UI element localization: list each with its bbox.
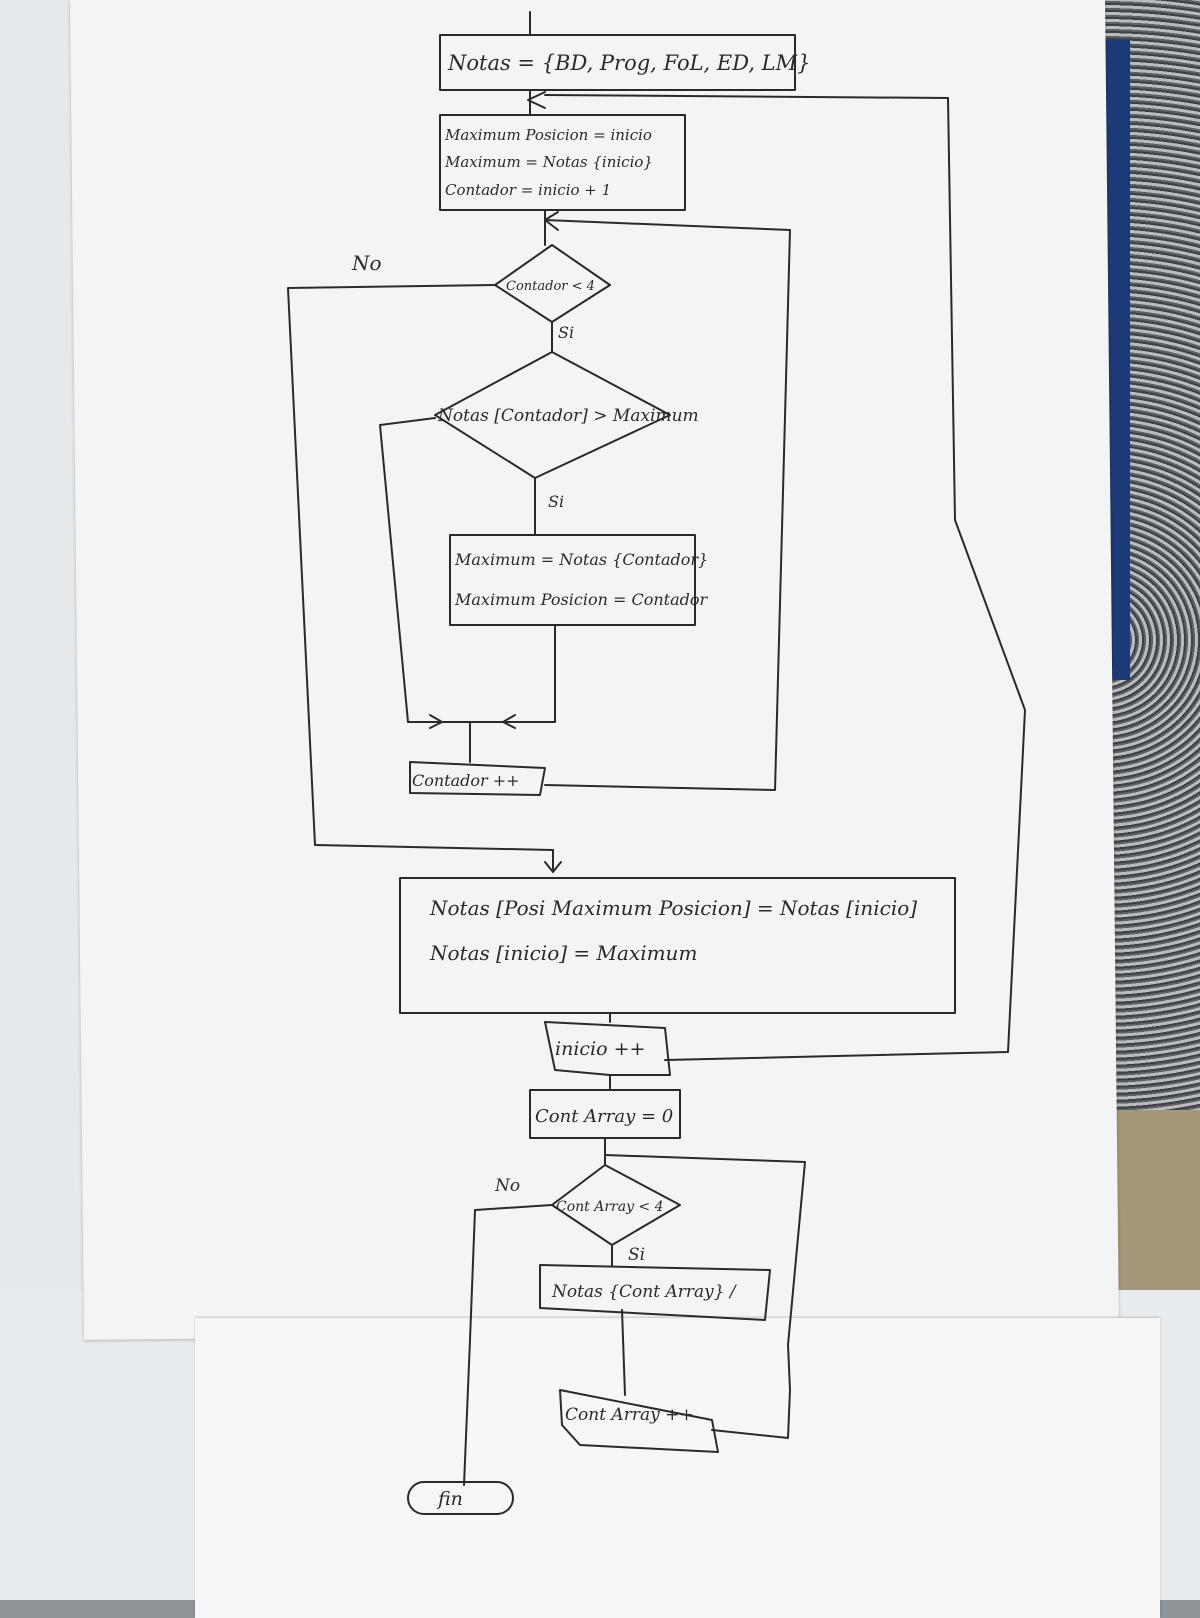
cont-array-init-text: Cont Array = 0 — [535, 1106, 673, 1127]
notas-definition-box — [439, 34, 796, 91]
decision-cont-array-text: Cont Array < 4 — [556, 1199, 664, 1215]
paper-sheet-lower — [195, 1318, 1160, 1618]
no-branch-3 — [463, 1204, 553, 1486]
end-terminal-text: fin — [436, 1488, 463, 1510]
label-no-2: No — [494, 1176, 520, 1196]
update-box — [449, 534, 696, 626]
no-branch-1 — [287, 284, 554, 851]
label-si-2: Si — [548, 492, 564, 511]
notas-definition-text: Notas = {BD, Prog, FoL, ED, LM} — [447, 51, 810, 75]
swap-box — [399, 877, 956, 1014]
label-si-3: Si — [628, 1245, 645, 1265]
label-no-1: No — [351, 251, 382, 275]
loop-back-cont-array — [604, 1154, 806, 1439]
end-terminal — [407, 1481, 514, 1515]
init-line-2: Maximum = Notas {inicio} — [444, 153, 653, 171]
arrowhead-3 — [544, 861, 562, 873]
arrowhead-4 — [429, 714, 443, 729]
update-to-merge — [407, 624, 556, 723]
init-line-3: Contador = inicio + 1 — [445, 181, 611, 199]
connector-10 — [621, 1309, 626, 1396]
arrowhead-1 — [527, 91, 546, 109]
init-box — [439, 114, 686, 211]
decision-contador-text: Contador < 4 — [506, 279, 595, 294]
no-branch-2 — [379, 417, 436, 723]
init-line-1: Maximum Posicion = inicio — [444, 126, 652, 144]
swap-line-1: Notas [Posi Maximum Posicion] = Notas [i… — [429, 896, 917, 920]
contador-inc-text: Contador ++ — [412, 771, 520, 790]
loop-back-inicio — [544, 94, 1026, 1061]
arrowhead-5 — [502, 714, 516, 729]
output-notas-text: Notas {Cont Array} / — [551, 1282, 738, 1302]
cont-array-inc-box — [559, 1389, 719, 1453]
decision-notas-text: Notas [Contador] > Maximum — [437, 406, 699, 426]
cont-array-inc-text: Cont Array ++ — [565, 1405, 694, 1425]
swap-line-2: Notas [inicio] = Maximum — [429, 941, 697, 965]
inicio-inc-text: inicio ++ — [555, 1038, 645, 1060]
loop-back-contador — [544, 219, 791, 791]
inicio-inc-box — [544, 1021, 671, 1076]
label-si-1: Si — [558, 323, 574, 342]
update-line-2: Maximum Posicion = Contador — [454, 590, 708, 609]
contador-inc-box — [409, 761, 546, 796]
update-line-1: Maximum = Notas {Contador} — [454, 550, 708, 569]
output-notas-box — [539, 1264, 771, 1321]
